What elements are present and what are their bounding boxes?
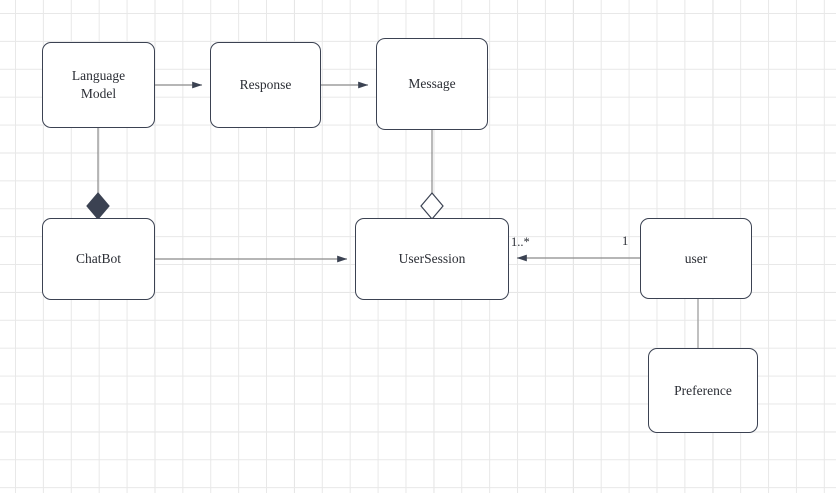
filled-diamond-icon <box>86 192 110 220</box>
node-preference[interactable]: Preference <box>648 348 758 433</box>
edge-label-session-multiplicity: 1..* <box>511 235 530 249</box>
node-response[interactable]: Response <box>210 42 321 128</box>
node-label-usersession: UserSession <box>398 251 466 267</box>
node-label-preference: Preference <box>674 382 732 398</box>
node-usersession[interactable]: UserSession <box>355 218 509 300</box>
node-label-response: Response <box>239 77 292 93</box>
node-language-model[interactable]: Language Model <box>42 42 155 128</box>
node-label-message: Message <box>408 76 456 92</box>
hollow-diamond-icon <box>420 192 444 220</box>
edge-label-user-multiplicity: 1 <box>622 234 629 248</box>
node-chatbot[interactable]: ChatBot <box>42 218 155 300</box>
node-message[interactable]: Message <box>376 38 488 130</box>
node-label-language-model: Language Model <box>71 68 126 101</box>
node-user[interactable]: user <box>640 218 752 299</box>
node-label-user: user <box>684 250 708 266</box>
edge-language-model-to-chatbot <box>86 128 110 220</box>
node-label-chatbot: ChatBot <box>75 251 121 267</box>
edge-message-to-usersession <box>420 130 444 220</box>
